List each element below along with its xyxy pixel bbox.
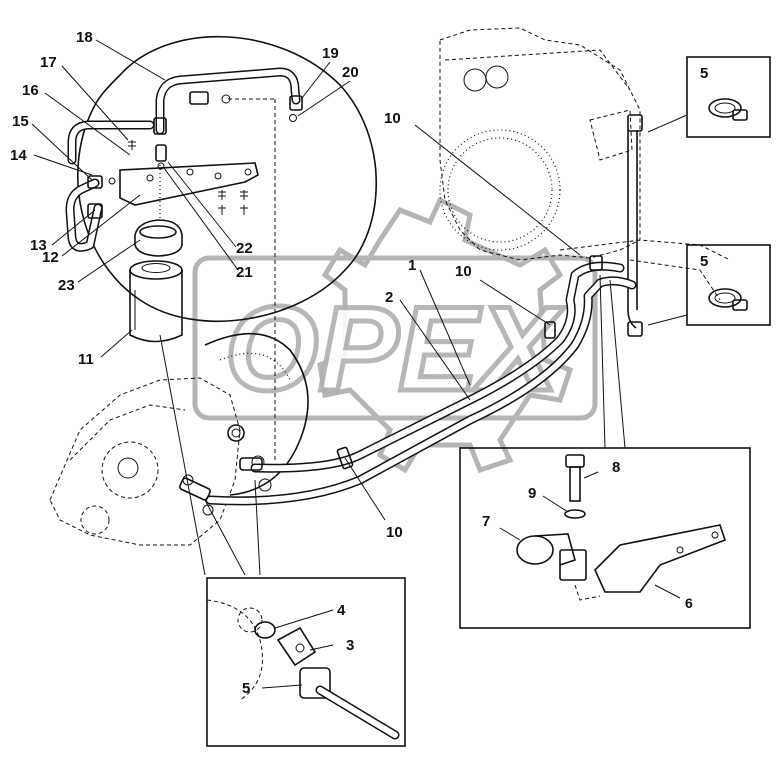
callout-4: 4 — [337, 602, 346, 619]
clamp-detail-top — [647, 56, 771, 138]
callout-10-bot: 10 — [386, 524, 403, 541]
callout-2: 2 — [385, 289, 393, 306]
filter-assembly-detail — [65, 35, 377, 460]
oil-lines — [159, 124, 637, 576]
callout-21: 21 — [236, 264, 253, 281]
clamp-detail-mid — [647, 244, 771, 326]
callout-11: 11 — [78, 351, 94, 368]
callout-5-mid: 5 — [700, 253, 708, 270]
engine-bellhousing — [439, 27, 731, 337]
bracket-detail — [459, 447, 751, 629]
callout-10-mid: 10 — [455, 263, 472, 280]
callout-labels: 1 2 3 4 5 5 5 6 7 8 9 10 10 10 11 12 13 … — [10, 29, 708, 697]
callout-1: 1 — [408, 257, 416, 274]
callout-18: 18 — [76, 29, 93, 46]
callout-leaders — [31, 39, 351, 358]
callout-3: 3 — [346, 637, 354, 654]
callout-14: 14 — [10, 147, 27, 164]
callout-22: 22 — [236, 240, 253, 257]
callout-9: 9 — [528, 485, 536, 502]
callout-7: 7 — [482, 513, 490, 530]
callout-23: 23 — [58, 277, 75, 294]
callout-8: 8 — [612, 459, 620, 476]
callout-15: 15 — [12, 113, 29, 130]
fitting-detail — [206, 577, 406, 747]
transmission-housing — [49, 332, 309, 546]
watermark-text: OPEX — [225, 282, 565, 416]
callout-5-inset: 5 — [242, 680, 250, 697]
callout-13: 13 — [30, 237, 47, 254]
callout-17: 17 — [40, 54, 57, 71]
callout-20: 20 — [342, 64, 359, 81]
callout-5-top: 5 — [700, 65, 708, 82]
watermark-logo: OPEX — [192, 196, 598, 474]
callout-16: 16 — [22, 82, 39, 99]
callout-10-top: 10 — [384, 110, 401, 127]
callout-19: 19 — [322, 45, 339, 62]
callout-12: 12 — [42, 249, 59, 266]
callout-6: 6 — [685, 595, 693, 611]
